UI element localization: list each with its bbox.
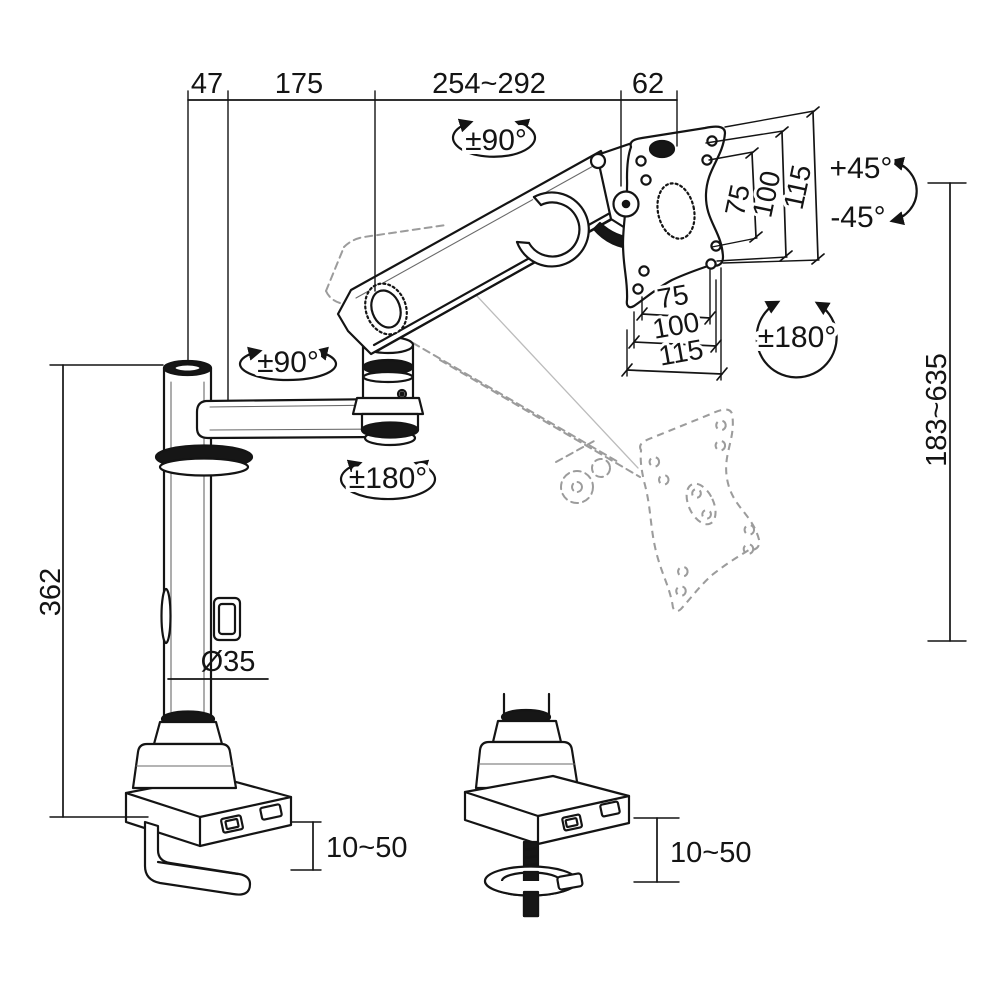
- dim-47: 47: [191, 68, 223, 100]
- lower-arm: [195, 397, 390, 440]
- cable-slot: [160, 587, 172, 645]
- dim-254-292: 254~292: [432, 68, 546, 100]
- clamp-bracket: [143, 820, 252, 896]
- dim-175: 175: [275, 68, 323, 100]
- dimension-annotations: [49, 90, 967, 883]
- usb-port: [259, 803, 283, 821]
- cable-clip-arm: [515, 191, 590, 268]
- labels: 47 175 254~292 62 362 183~635 Ø35 10~50 …: [35, 68, 953, 869]
- quick-release-knob: [648, 139, 676, 159]
- desk-clamp-base: [124, 742, 293, 896]
- dim-clamp-thickness: 10~50: [326, 832, 407, 864]
- angle-top-swivel: ±90°: [465, 124, 527, 157]
- dim-pole-diameter: Ø35: [201, 646, 256, 678]
- dim-pole-height: 362: [35, 568, 67, 616]
- dim-height-range: 183~635: [921, 353, 953, 467]
- dim-grommet-thickness: 10~50: [670, 837, 751, 869]
- angle-tilt-up: +45°: [830, 152, 893, 185]
- monitor-arm-drawing: [124, 125, 727, 918]
- arm-vent-hole: [370, 289, 402, 329]
- angle-arm-rotation: ±180°: [349, 462, 428, 495]
- angle-vesa-rotation: ±180°: [758, 321, 837, 354]
- dim-62: 62: [632, 68, 664, 100]
- ghost-arm-position: [325, 224, 774, 614]
- motion-arrows: [238, 118, 918, 501]
- usb-port: [220, 814, 244, 834]
- angle-tilt-down: -45°: [830, 201, 885, 234]
- dim-vesa-bottom-115: 115: [656, 333, 705, 371]
- grommet-base: [463, 692, 631, 918]
- angle-pole-swivel: ±90°: [257, 346, 319, 379]
